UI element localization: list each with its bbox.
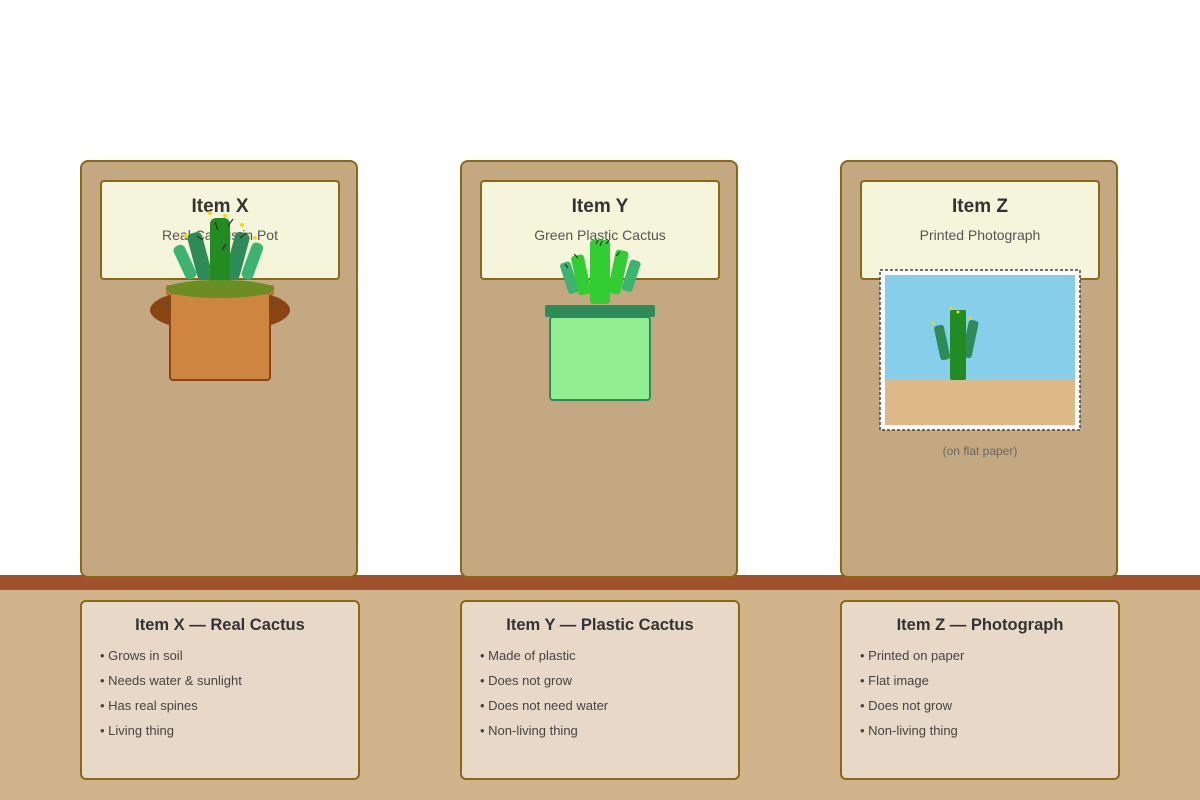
- bullet-item: Does not grow: [480, 671, 738, 696]
- item-y-bullet-list: Made of plastic Does not grow Does not n…: [462, 646, 738, 746]
- bullet-item: Does not grow: [860, 696, 1118, 721]
- item-y-title: Item Y: [571, 196, 629, 217]
- bullet-item: Non-living thing: [860, 721, 1118, 746]
- item-x-bullet-list: Grows in soil Needs water & sunlight Has…: [82, 646, 358, 746]
- photo-caption: (on flat paper): [942, 444, 1018, 458]
- bullet-item: Made of plastic: [480, 646, 738, 671]
- item-z-subtitle: Printed Photograph: [919, 227, 1041, 243]
- bullet-item: Flat image: [860, 671, 1118, 696]
- bullet-item: Has real spines: [100, 696, 358, 721]
- item-z-description-card: Item Z — Photograph Printed on paper Fla…: [840, 600, 1120, 780]
- bullet-item: Non-living thing: [480, 721, 738, 746]
- item-x-description-card: Item X — Real Cactus Grows in soil Needs…: [80, 600, 360, 780]
- item-z-description-heading: Item Z — Photograph: [896, 616, 1064, 634]
- item-x-description-heading: Item X — Real Cactus: [135, 616, 305, 634]
- bullet-item: Living thing: [100, 721, 358, 746]
- bullet-item: Grows in soil: [100, 646, 358, 671]
- item-z-bullet-list: Printed on paper Flat image Does not gro…: [842, 646, 1118, 746]
- item-z-label-card: Item Z Printed Photograph: [860, 180, 1100, 280]
- bullet-item: Needs water & sunlight: [100, 671, 358, 696]
- item-y-subtitle: Green Plastic Cactus: [534, 227, 666, 243]
- item-x-label-card: Item X Real Cactus in Pot: [100, 180, 340, 280]
- item-z-title: Item Z: [952, 196, 1008, 217]
- item-y-label-card: Item Y Green Plastic Cactus: [480, 180, 720, 280]
- bullet-item: Printed on paper: [860, 646, 1118, 671]
- bullet-item: Does not need water: [480, 696, 738, 721]
- shelf-edge: [0, 575, 1200, 590]
- item-y-description-heading: Item Y — Plastic Cactus: [506, 616, 694, 634]
- item-x-title: Item X: [191, 196, 249, 217]
- item-y-description-card: Item Y — Plastic Cactus Made of plastic …: [460, 600, 740, 780]
- item-x-subtitle: Real Cactus in Pot: [162, 227, 278, 243]
